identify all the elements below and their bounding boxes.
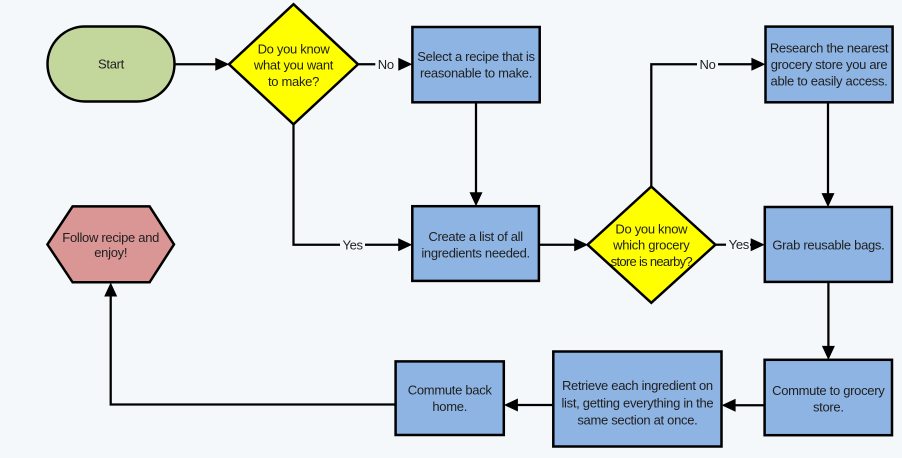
svg-text:grocery store you are: grocery store you are [771, 57, 888, 72]
svg-text:Do you know: Do you know [615, 221, 688, 236]
svg-text:same section at once.: same section at once. [577, 413, 697, 428]
svg-text:list, getting everything in th: list, getting everything in the [561, 395, 713, 410]
svg-text:No: No [699, 57, 715, 72]
svg-text:Create a list of all: Create a list of all [428, 229, 523, 244]
svg-text:reasonable to make.: reasonable to make. [420, 65, 532, 80]
svg-text:Research the nearest: Research the nearest [770, 41, 889, 56]
svg-text:No: No [378, 57, 394, 72]
svg-text:store.: store. [813, 399, 844, 414]
svg-text:Yes: Yes [729, 237, 750, 252]
svg-text:ingredients needed.: ingredients needed. [421, 245, 530, 260]
svg-text:Follow recipe and: Follow recipe and [62, 230, 159, 245]
svg-text:Select a recipe that is: Select a recipe that is [417, 49, 535, 64]
svg-text:Grab reusable bags.: Grab reusable bags. [772, 237, 884, 252]
svg-text:Start: Start [98, 57, 125, 72]
svg-text:what you want: what you want [253, 58, 334, 73]
svg-text:which grocery: which grocery [612, 238, 690, 253]
svg-text:able to easily access.: able to easily access. [771, 73, 888, 88]
svg-text:Commute back: Commute back [408, 383, 493, 398]
svg-text:enjoy!: enjoy! [94, 245, 127, 260]
svg-text:Commute to grocery: Commute to grocery [772, 383, 885, 398]
svg-text:Do you know: Do you know [258, 41, 331, 56]
svg-text:home.: home. [432, 399, 467, 414]
svg-text:Retrieve each ingredient on: Retrieve each ingredient on [562, 378, 713, 393]
svg-text:to make?: to make? [268, 74, 319, 89]
svg-text:Yes: Yes [342, 237, 363, 252]
svg-text:store is nearby?: store is nearby? [611, 254, 693, 269]
